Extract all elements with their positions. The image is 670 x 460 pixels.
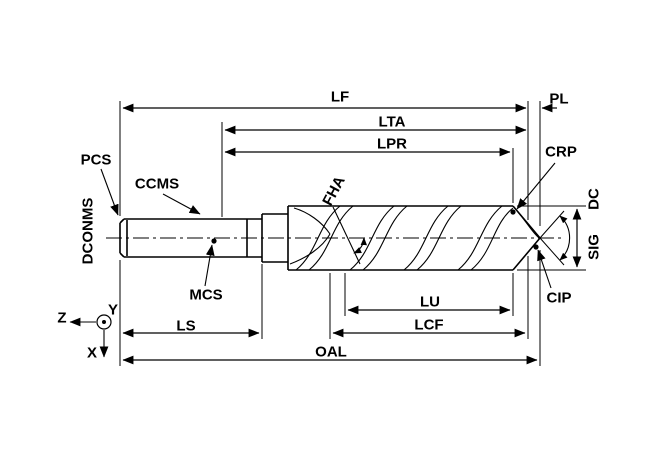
fha-angle-arc xyxy=(353,237,367,254)
label-lta: LTA xyxy=(378,113,406,131)
label-dconms: DCONMS xyxy=(79,197,97,265)
flute-helix-lines xyxy=(289,205,514,271)
label-crp: CRP xyxy=(545,143,577,161)
cip-point-dot xyxy=(533,244,539,250)
dimension-lines xyxy=(122,103,582,365)
label-lpr: LPR xyxy=(377,135,407,153)
helix-angle-annotation xyxy=(332,206,367,265)
sig-angle-arc xyxy=(559,215,571,261)
reference-dots xyxy=(211,209,539,250)
coordinate-axes xyxy=(69,314,112,358)
label-axis-x: X xyxy=(86,344,98,362)
label-dc: DC xyxy=(585,188,603,210)
label-cip: CIP xyxy=(546,289,572,307)
leader-ccms xyxy=(162,193,201,215)
label-axis-z: Z xyxy=(57,309,67,327)
label-sig: SIG xyxy=(585,234,603,260)
leader-pcs xyxy=(100,168,119,216)
leader-cip xyxy=(537,249,552,289)
mcs-point-dot xyxy=(211,238,217,244)
leader-crp xyxy=(516,162,556,210)
label-lcf: LCF xyxy=(414,316,444,334)
label-oal: OAL xyxy=(315,343,347,361)
y-axis-circle xyxy=(96,314,112,330)
label-lu: LU xyxy=(420,293,440,311)
leader-lines xyxy=(100,162,556,289)
label-ccms: CCMS xyxy=(134,175,180,193)
label-axis-y: Y xyxy=(107,301,119,319)
shank-outline xyxy=(119,218,262,258)
label-mcs: MCS xyxy=(189,286,223,304)
label-pcs: PCS xyxy=(80,151,112,169)
chisel-edge-curve xyxy=(517,211,540,239)
label-ls: LS xyxy=(176,317,196,335)
crp-point-dot xyxy=(510,209,516,215)
point-angle-annotation xyxy=(539,210,571,266)
label-pl: PL xyxy=(549,90,569,108)
body-outline xyxy=(287,205,513,271)
leader-mcs xyxy=(204,244,215,287)
fha-flute-direction-line xyxy=(332,206,361,265)
extension-lines xyxy=(119,101,586,366)
collar-outline xyxy=(261,213,288,263)
y-axis-dot xyxy=(102,320,106,324)
label-lf: LF xyxy=(330,88,350,106)
